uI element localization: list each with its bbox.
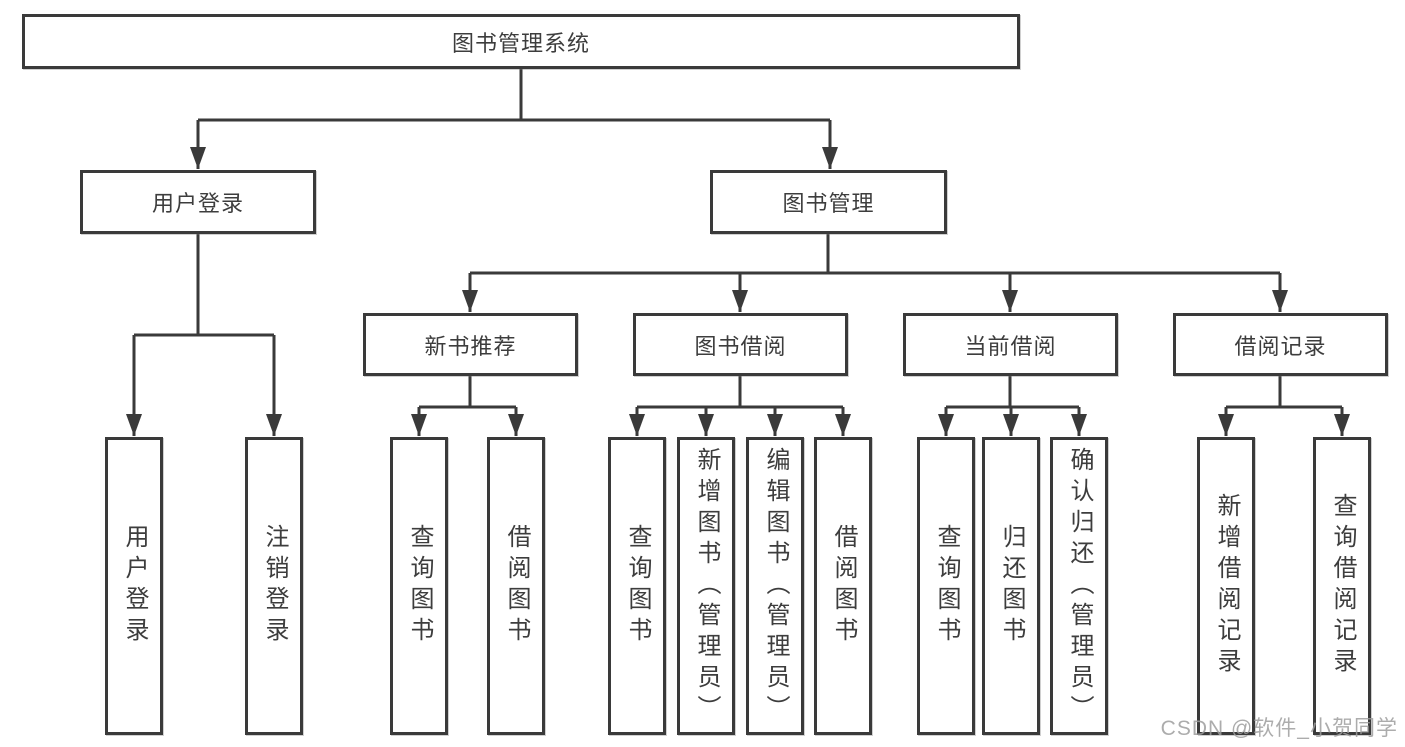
node-user-login-label: 用户登录 [151,191,244,216]
leaf-query-borrow-record: 查询借阅记录 [1313,437,1371,735]
leaf-query-books-borrowing: 查询图书 [608,437,666,735]
node-new-book-recommend: 新书推荐 [363,313,578,376]
node-borrow-records-label: 借阅记录 [1234,333,1327,359]
leaf-return-book: 归还图书 [982,437,1040,735]
node-borrow-records: 借阅记录 [1173,313,1388,376]
leaf-add-borrow-record-label: 新增借阅记录 [1213,493,1240,679]
leaf-query-books-borrowing-label: 查询图书 [624,524,651,648]
node-book-management-label: 图书管理 [782,191,875,216]
node-current-borrowing-label: 当前借阅 [964,333,1057,359]
node-user-login: 用户登录 [80,170,316,234]
csdn-watermark: CSDN @软件_小贺同学 [1160,717,1398,740]
leaf-edit-book-admin-label: 编辑图书（管理员） [762,446,789,726]
leaf-add-borrow-record: 新增借阅记录 [1197,437,1255,735]
leaf-confirm-return-admin-label: 确认归还（管理员） [1066,446,1093,726]
leaf-edit-book-admin: 编辑图书（管理员） [746,437,804,735]
leaf-confirm-return-admin: 确认归还（管理员） [1050,437,1108,735]
node-library-system: 图书管理系统 [22,14,1020,69]
leaf-query-books-recommend-label: 查询图书 [406,524,433,648]
node-book-borrowing: 图书借阅 [633,313,848,376]
leaf-return-book-label: 归还图书 [998,524,1025,648]
leaf-logout: 注销登录 [245,437,303,735]
leaf-add-book-admin-label: 新增图书（管理员） [693,446,720,726]
leaf-borrow-books-recommend-label: 借阅图书 [503,524,530,648]
leaf-query-books-current-label: 查询图书 [933,524,960,648]
leaf-user-login: 用户登录 [105,437,163,735]
leaf-borrow-books-recommend: 借阅图书 [487,437,545,735]
node-book-borrowing-label: 图书借阅 [694,333,787,359]
node-current-borrowing: 当前借阅 [903,313,1118,376]
leaf-borrow-books-borrowing-label: 借阅图书 [830,524,857,648]
leaf-logout-label: 注销登录 [261,524,288,648]
leaf-query-borrow-record-label: 查询借阅记录 [1329,493,1356,679]
leaf-borrow-books-borrowing: 借阅图书 [814,437,872,735]
leaf-query-books-current: 查询图书 [917,437,975,735]
node-library-system-label: 图书管理系统 [451,30,590,56]
node-new-book-recommend-label: 新书推荐 [424,333,517,359]
leaf-query-books-recommend: 查询图书 [390,437,448,735]
leaf-user-login-label: 用户登录 [121,524,148,648]
leaf-add-book-admin: 新增图书（管理员） [677,437,735,735]
node-book-management: 图书管理 [710,170,947,234]
